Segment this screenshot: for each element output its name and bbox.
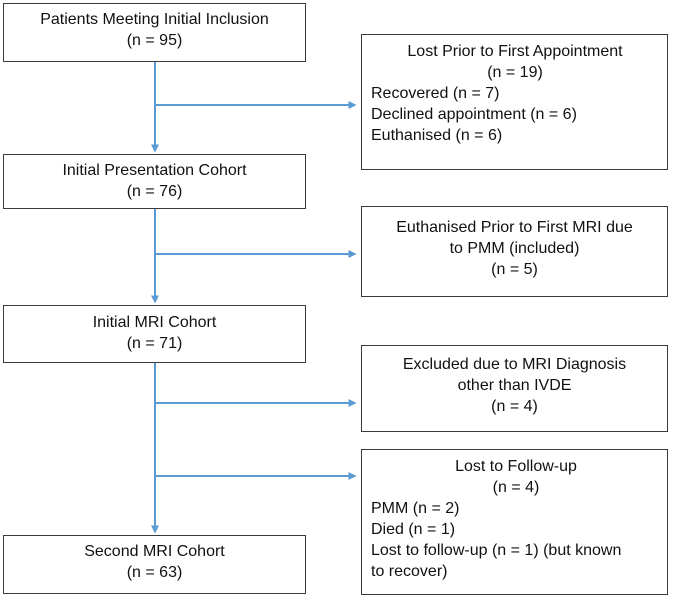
box-initial-presentation: Initial Presentation Cohort (n = 76)	[3, 154, 306, 209]
box-count: (n = 4)	[492, 479, 540, 496]
box-count: (n = 19)	[487, 64, 543, 81]
box-count: (n = 4)	[491, 398, 538, 415]
box-count: (n = 76)	[126, 183, 183, 200]
list-item: Lost to follow-up (n = 1) (but known	[371, 542, 622, 559]
box-lost-to-follow-up: Lost to Follow-up (n = 4) PMM (n = 2) Di…	[361, 449, 668, 595]
box-title-line-2: to PMM (included)	[449, 240, 580, 257]
box-title: Initial MRI Cohort	[92, 314, 217, 331]
list-item: Euthanised (n = 6)	[371, 127, 503, 144]
box-title: Lost Prior to First Appointment	[407, 43, 623, 60]
box-title: Patients Meeting Initial Inclusion	[40, 11, 269, 28]
box-title: Initial Presentation Cohort	[62, 162, 247, 179]
list-item: to recover)	[371, 563, 448, 580]
box-title-line-2: other than IVDE	[457, 377, 572, 394]
box-title-line-1: Euthanised Prior to First MRI due	[396, 219, 633, 236]
box-initial-inclusion: Patients Meeting Initial Inclusion (n = …	[3, 3, 306, 62]
box-title-line-1: Excluded due to MRI Diagnosis	[402, 356, 627, 373]
box-count: (n = 71)	[126, 335, 183, 352]
list-item: Recovered (n = 7)	[371, 85, 500, 102]
list-item: Declined appointment (n = 6)	[371, 106, 577, 123]
box-count: (n = 95)	[126, 32, 183, 49]
box-title: Second MRI Cohort	[84, 543, 225, 560]
box-count: (n = 63)	[126, 564, 183, 581]
box-title: Lost to Follow-up	[455, 458, 577, 475]
box-lost-prior-appointment: Lost Prior to First Appointment (n = 19)…	[361, 34, 668, 170]
box-count: (n = 5)	[491, 261, 538, 278]
list-item: Died (n = 1)	[371, 521, 456, 538]
box-excluded-mri-diagnosis: Excluded due to MRI Diagnosis other than…	[361, 345, 668, 432]
box-second-mri: Second MRI Cohort (n = 63)	[3, 535, 306, 594]
box-euthanised-prior-mri: Euthanised Prior to First MRI due to PMM…	[361, 206, 668, 297]
box-initial-mri: Initial MRI Cohort (n = 71)	[3, 305, 306, 363]
list-item: PMM (n = 2)	[371, 500, 460, 517]
